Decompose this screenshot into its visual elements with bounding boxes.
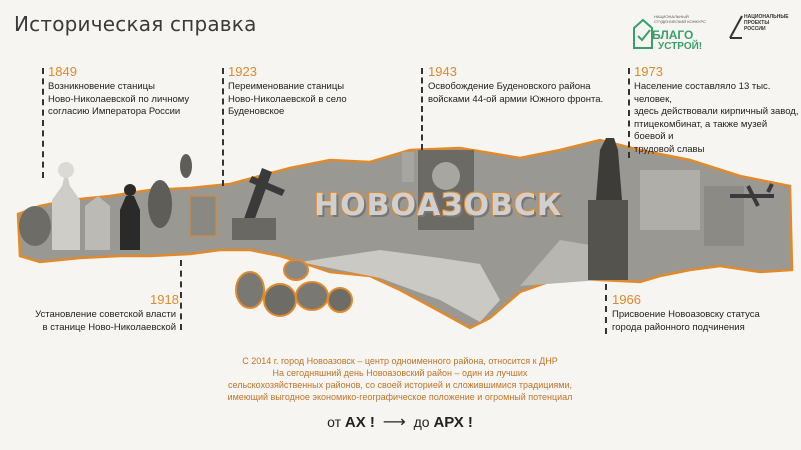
national-projects-icon — [729, 15, 743, 39]
desc-line: Ново-Николаевской в село — [228, 93, 347, 105]
desc-line: войсками 44-ой армии Южного фронта. — [428, 93, 604, 105]
timeline-line-1966 — [605, 284, 607, 334]
desc-line: Возникновение станицы — [48, 81, 155, 92]
national-projects-text: Национальные проекты России — [744, 14, 789, 32]
slogan-from-word: от — [327, 414, 341, 430]
slogan-to-word: до — [413, 414, 430, 430]
timeline-year-1973: 1973 — [634, 64, 663, 79]
timeline-line-1918 — [180, 260, 182, 330]
desc-line: согласию Императора России — [48, 106, 181, 117]
timeline-line-1923 — [222, 68, 224, 186]
desc-line: Население составляло 13 тыс. человек, — [634, 81, 771, 105]
desc-line: птицекомбинат, а также музей боевой и — [634, 118, 768, 143]
slogan: от АХ ! ⟶ до АРХ ! — [300, 412, 500, 432]
timeline-desc-1943: Освобождение Буденовского района войскам… — [428, 81, 628, 106]
desc-line: трудовой славы — [634, 143, 705, 155]
timeline-line-1849 — [42, 68, 44, 178]
desc-line: Ново-Николаевской по личному — [48, 93, 190, 105]
desc-line: Освобождение Буденовского района — [428, 81, 591, 92]
city-sign-text: НОВОАЗОВСК — [314, 188, 563, 223]
timeline-line-1973 — [628, 68, 630, 158]
summary-line: На сегодняшний день Новоазовский район –… — [272, 368, 528, 378]
statue-pedestal — [588, 200, 628, 280]
timeline-desc-1923: Переименование станицы Ново-Николаевской… — [228, 81, 378, 119]
blago-line2: УСТРОЙ! — [658, 41, 703, 52]
blago-line1: БЛАГО — [652, 28, 694, 42]
statue-figure — [596, 138, 622, 200]
desc-line: Буденовское — [228, 106, 285, 117]
timeline-desc-1973: Население составляло 13 тыс. человек, зд… — [634, 81, 799, 156]
summary-line: сельскохозяйственных районов, со своей и… — [227, 380, 573, 390]
blago-logo: Национальный студенческий конкурс БЛАГО … — [632, 12, 712, 56]
desc-line: в станице Ново-Николаевской — [42, 321, 176, 333]
slogan-to: АРХ ! — [433, 414, 473, 431]
page-title: Историческая справка — [14, 12, 257, 36]
church-shape — [52, 170, 80, 250]
timeline-year-1918: 1918 — [150, 292, 179, 307]
desc-line: Присвоение Новоазовску статуса — [612, 309, 760, 320]
desc-line: города районного подчинения — [612, 321, 745, 333]
slogan-from: АХ ! — [344, 414, 375, 431]
np-line3: России — [744, 26, 766, 32]
desc-line: Переименование станицы — [228, 81, 345, 92]
timeline-year-1943: 1943 — [428, 64, 457, 79]
blago-house-icon — [633, 18, 653, 49]
timeline-line-1943 — [421, 68, 423, 150]
timeline-year-1966: 1966 — [612, 292, 641, 307]
desc-line: Установление советской власти — [35, 309, 176, 320]
desc-line: здесь действовали кирпичный завод, — [634, 106, 799, 117]
timeline-desc-1849: Возникновение станицы Ново-Николаевской … — [48, 81, 208, 119]
np-line1: Национальные — [744, 14, 789, 20]
np-line2: проекты — [744, 20, 770, 26]
timeline-desc-1966: Присвоение Новоазовску статуса города ра… — [612, 309, 792, 334]
timeline-year-1849: 1849 — [48, 64, 77, 79]
timeline-year-1923: 1923 — [228, 64, 257, 79]
summary-line: С 2014 г. город Новоазовск – центр однои… — [242, 356, 558, 366]
plane-icon — [730, 183, 774, 207]
blago-small-text: Национальный студенческий конкурс — [654, 14, 706, 24]
timeline-desc-1918: Установление советской власти в станице … — [14, 309, 176, 334]
arrow-right-icon: ⟶ — [382, 414, 406, 431]
summary-line: имеющий выгодное экономико-географическо… — [227, 392, 573, 402]
national-projects-logo: Национальные проекты России — [728, 12, 789, 42]
summary-text: С 2014 г. город Новоазовск – центр однои… — [220, 355, 580, 403]
